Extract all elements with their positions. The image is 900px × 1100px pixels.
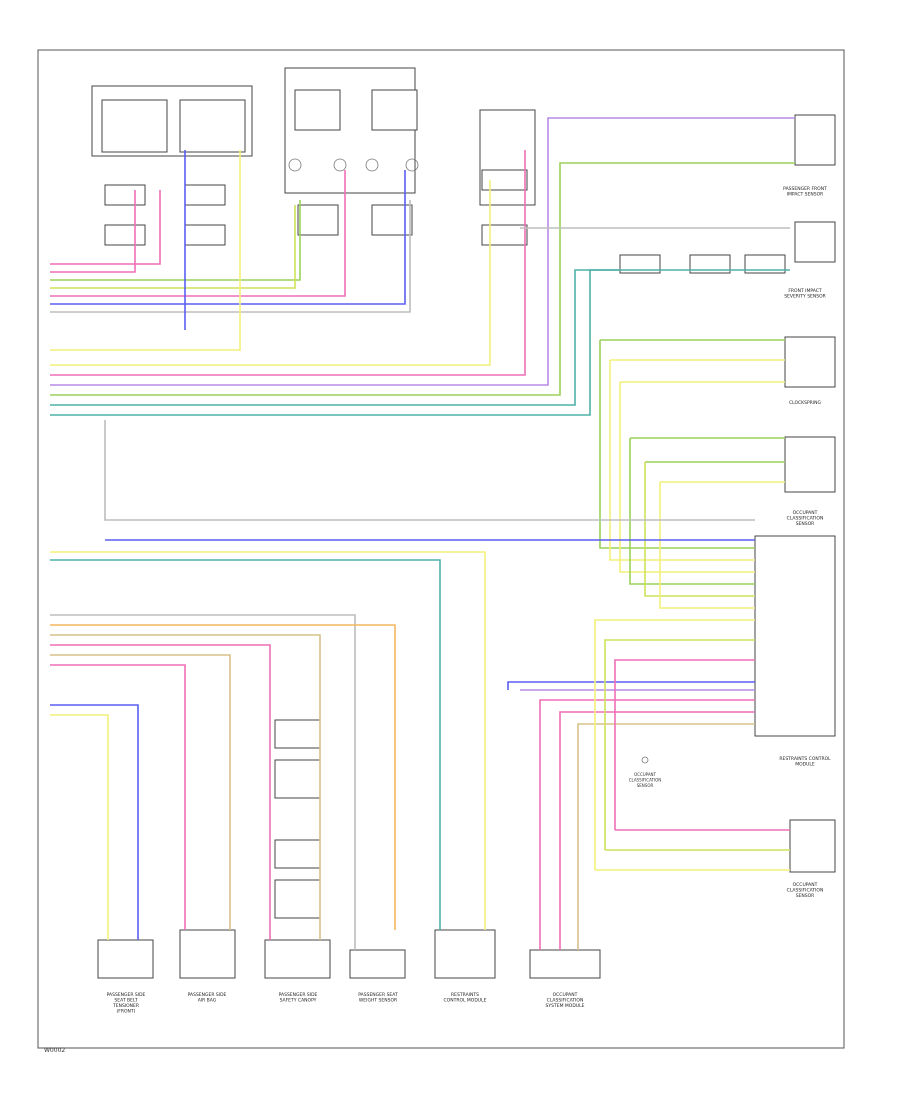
wire-gray-3	[104, 420, 755, 521]
wire-green-2	[50, 162, 795, 396]
wire-pink-9	[614, 659, 755, 830]
wire-pink-7	[539, 699, 755, 950]
wire-pink-2	[50, 190, 136, 273]
wire-pink-6	[50, 664, 186, 930]
wire-yellow-7	[619, 382, 755, 573]
wire-pink-5	[50, 644, 271, 940]
center-modules	[274, 719, 649, 919]
wire-lime-2	[644, 462, 755, 597]
wire-teal-3	[50, 559, 441, 930]
wire-blue-4	[50, 704, 139, 940]
wire-tan-2	[50, 654, 231, 930]
diagram-frame	[37, 49, 845, 1049]
wire-blue-5	[507, 681, 755, 690]
wire-violet-1	[50, 117, 795, 386]
top-connectors	[91, 67, 536, 246]
bottom-boxes	[97, 929, 601, 979]
wire-green-1	[50, 200, 301, 281]
wire-gray-1	[50, 200, 411, 313]
wire-pink-1	[50, 190, 161, 265]
right-label-r3: CLOCKSPRING	[789, 400, 822, 406]
wire-pink-3	[50, 170, 346, 297]
wire-yellow-1	[50, 150, 241, 351]
wire-pink-8	[559, 711, 755, 950]
footer-code: W0002	[44, 1047, 65, 1054]
wire-blue-1	[50, 170, 406, 305]
wire-lime-1	[50, 205, 296, 289]
wire-harness	[50, 117, 795, 950]
wire-green-6	[599, 340, 755, 549]
wire-yellow-9	[50, 551, 486, 930]
wire-teal-2	[50, 269, 790, 416]
wire-yellow-11	[594, 619, 755, 870]
wire-yellow-2	[50, 180, 491, 366]
wire-orange-1	[50, 624, 396, 930]
wire-yellow-6	[609, 360, 755, 561]
wire-green-7	[629, 438, 755, 585]
wire-gray-4	[50, 614, 356, 950]
wire-tan-3	[577, 723, 755, 950]
right-connectors	[619, 114, 836, 873]
wire-tan-1	[50, 634, 321, 940]
wire-pink-4	[50, 150, 526, 376]
wire-yellow-10	[50, 714, 109, 940]
wire-lime-3	[604, 639, 755, 850]
wire-yellow-8	[659, 482, 755, 609]
